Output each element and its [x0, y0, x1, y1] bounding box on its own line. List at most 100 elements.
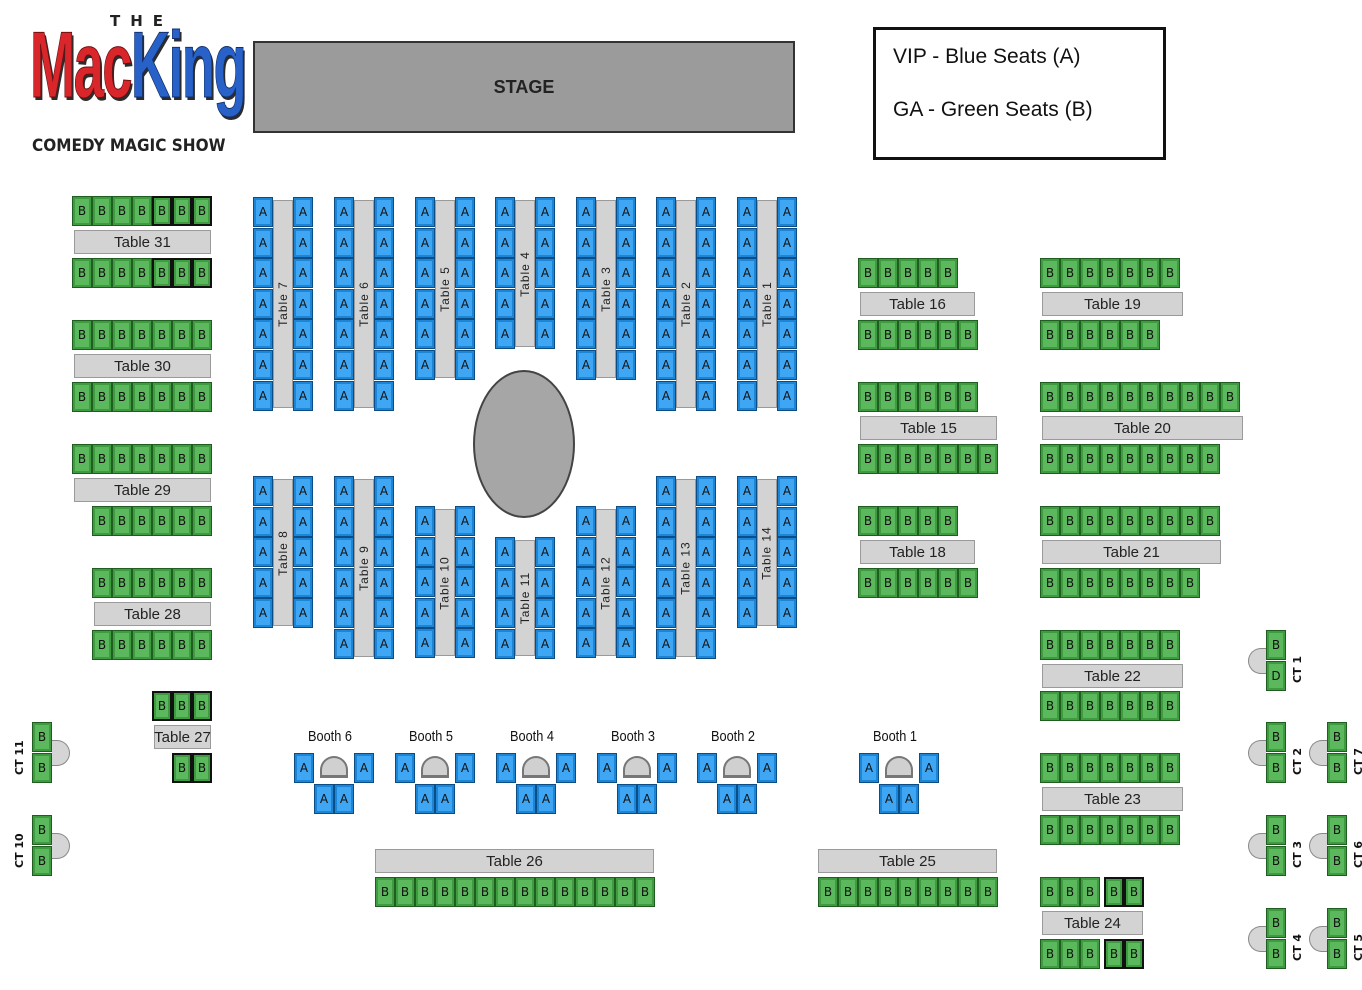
ga-seat[interactable]: B: [455, 877, 475, 907]
vip-seat[interactable]: A: [696, 598, 716, 629]
vip-seat[interactable]: A: [395, 753, 415, 783]
ga-seat[interactable]: B: [1060, 444, 1080, 474]
ga-seat[interactable]: B: [415, 877, 435, 907]
ga-seat[interactable]: B: [132, 444, 152, 474]
vip-seat[interactable]: A: [576, 567, 596, 598]
ga-seat[interactable]: B: [958, 568, 978, 598]
vip-seat[interactable]: A: [576, 288, 596, 319]
ga-seat[interactable]: B: [958, 320, 978, 350]
ga-seat[interactable]: B: [1060, 320, 1080, 350]
ga-seat[interactable]: B: [1120, 691, 1140, 721]
vip-seat[interactable]: A: [717, 784, 737, 814]
vip-seat[interactable]: A: [696, 629, 716, 659]
ga-seat[interactable]: B: [1180, 506, 1200, 536]
vip-seat[interactable]: A: [777, 227, 797, 258]
ga-seat[interactable]: B: [192, 630, 212, 660]
vip-seat[interactable]: A: [415, 536, 435, 567]
vip-seat[interactable]: A: [777, 567, 797, 598]
vip-seat[interactable]: A: [777, 319, 797, 350]
vip-seat[interactable]: A: [617, 784, 637, 814]
vip-seat[interactable]: A: [253, 567, 273, 598]
vip-seat[interactable]: A: [696, 258, 716, 289]
vip-seat[interactable]: A: [656, 350, 676, 380]
vip-seat[interactable]: A: [374, 506, 394, 537]
ga-seat[interactable]: B: [152, 691, 172, 721]
vip-seat[interactable]: A: [777, 197, 797, 227]
ga-seat[interactable]: B: [878, 568, 898, 598]
ga-seat[interactable]: B: [1200, 506, 1220, 536]
vip-seat[interactable]: A: [696, 476, 716, 506]
ga-seat[interactable]: B: [192, 568, 212, 598]
vip-seat[interactable]: A: [415, 506, 435, 536]
ga-seat[interactable]: B: [1104, 877, 1124, 907]
ga-seat[interactable]: B: [878, 382, 898, 412]
vip-seat[interactable]: A: [314, 784, 334, 814]
ga-seat[interactable]: B: [172, 630, 192, 660]
vip-seat[interactable]: A: [696, 537, 716, 568]
ga-seat[interactable]: B: [112, 382, 132, 412]
ga-seat[interactable]: B: [112, 196, 132, 226]
ga-seat[interactable]: B: [152, 630, 172, 660]
vip-seat[interactable]: A: [455, 753, 475, 783]
ga-seat[interactable]: B: [1266, 908, 1286, 938]
vip-seat[interactable]: A: [415, 567, 435, 598]
vip-seat[interactable]: A: [656, 319, 676, 350]
vip-seat[interactable]: A: [455, 288, 475, 319]
vip-seat[interactable]: A: [334, 567, 354, 598]
vip-seat[interactable]: A: [293, 537, 313, 568]
vip-seat[interactable]: A: [374, 537, 394, 568]
vip-seat[interactable]: A: [576, 628, 596, 659]
ga-seat[interactable]: B: [132, 568, 152, 598]
vip-seat[interactable]: A: [656, 629, 676, 659]
ga-seat[interactable]: B: [475, 877, 495, 907]
ga-seat[interactable]: B: [838, 877, 858, 907]
ga-seat[interactable]: B: [1120, 815, 1140, 845]
ga-seat[interactable]: B: [1160, 258, 1180, 288]
vip-seat[interactable]: A: [293, 476, 313, 506]
ga-seat[interactable]: B: [1266, 939, 1286, 969]
vip-seat[interactable]: A: [576, 350, 596, 380]
ga-seat[interactable]: B: [1180, 382, 1200, 412]
ga-seat[interactable]: B: [858, 258, 878, 288]
ga-seat[interactable]: B: [978, 877, 998, 907]
ga-seat[interactable]: B: [1040, 444, 1060, 474]
ga-seat[interactable]: B: [595, 877, 615, 907]
ga-seat[interactable]: B: [172, 753, 192, 783]
ga-seat[interactable]: B: [92, 196, 112, 226]
ga-seat[interactable]: B: [1266, 846, 1286, 876]
ga-seat[interactable]: B: [72, 258, 92, 288]
vip-seat[interactable]: A: [334, 598, 354, 629]
vip-seat[interactable]: A: [535, 227, 555, 258]
vip-seat[interactable]: A: [455, 567, 475, 598]
ga-seat[interactable]: B: [898, 568, 918, 598]
vip-seat[interactable]: A: [495, 258, 515, 289]
ga-seat[interactable]: B: [818, 877, 838, 907]
ga-seat[interactable]: B: [1100, 753, 1120, 783]
ga-seat[interactable]: B: [172, 506, 192, 536]
vip-seat[interactable]: A: [334, 288, 354, 319]
ga-seat[interactable]: B: [1040, 382, 1060, 412]
ga-seat[interactable]: B: [1140, 691, 1160, 721]
vip-seat[interactable]: A: [737, 784, 757, 814]
ga-seat[interactable]: B: [1120, 568, 1140, 598]
vip-seat[interactable]: A: [616, 288, 636, 319]
ga-seat[interactable]: B: [1100, 506, 1120, 536]
ga-seat[interactable]: B: [898, 382, 918, 412]
ga-seat[interactable]: B: [152, 506, 172, 536]
ga-seat[interactable]: B: [898, 320, 918, 350]
vip-seat[interactable]: A: [616, 506, 636, 536]
vip-seat[interactable]: A: [455, 536, 475, 567]
vip-seat[interactable]: A: [637, 784, 657, 814]
vip-seat[interactable]: A: [415, 227, 435, 258]
ga-seat[interactable]: B: [435, 877, 455, 907]
ga-seat[interactable]: B: [575, 877, 595, 907]
ga-seat[interactable]: B: [1160, 444, 1180, 474]
vip-seat[interactable]: A: [576, 258, 596, 289]
vip-seat[interactable]: A: [334, 784, 354, 814]
vip-seat[interactable]: A: [354, 753, 374, 783]
ga-seat[interactable]: B: [918, 568, 938, 598]
vip-seat[interactable]: A: [334, 319, 354, 350]
ga-seat[interactable]: B: [172, 444, 192, 474]
ga-seat[interactable]: B: [615, 877, 635, 907]
ga-seat[interactable]: B: [1080, 506, 1100, 536]
